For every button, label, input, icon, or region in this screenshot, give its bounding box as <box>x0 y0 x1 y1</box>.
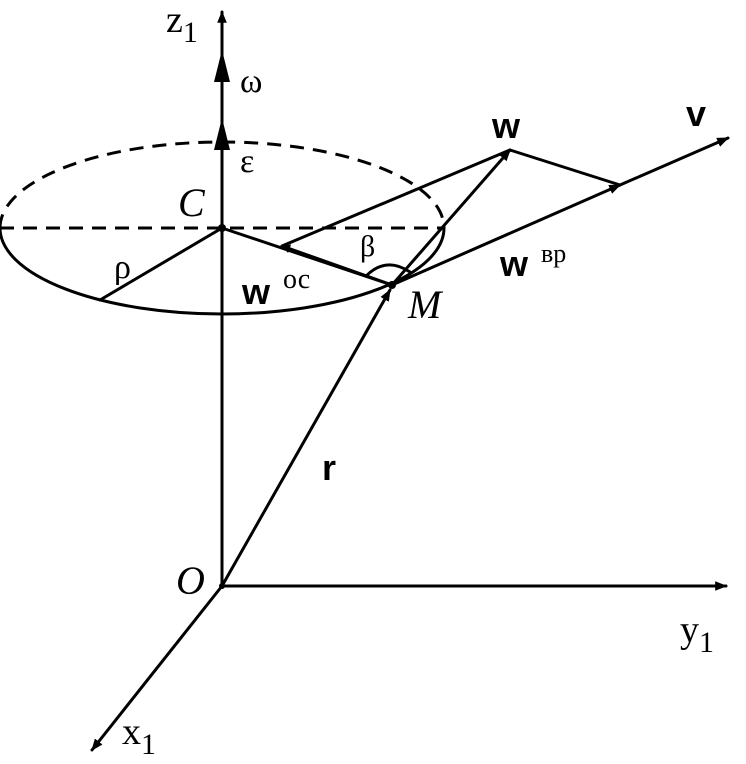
w-vector <box>390 148 512 287</box>
point-m-label: M <box>407 282 444 327</box>
rho-label: ρ <box>114 249 131 286</box>
point-c-dot <box>218 224 226 232</box>
x-axis-label: x1 <box>122 711 156 761</box>
x-axis <box>90 584 224 752</box>
w-os-label: w ос <box>241 264 310 312</box>
point-o-dot <box>219 583 225 589</box>
w-label: w <box>491 105 521 146</box>
epsilon-label: ε <box>240 143 254 180</box>
beta-arc <box>364 263 412 278</box>
y-axis-label: y1 <box>680 609 714 659</box>
parallelogram-side-left <box>280 148 512 248</box>
z-axis-label: z1 <box>166 0 198 49</box>
w-os-vector <box>280 244 394 287</box>
omega-label: ω <box>240 63 262 100</box>
w-vr-label: w вр <box>499 239 566 284</box>
parallelogram-side-top <box>508 148 622 187</box>
v-label: v <box>686 93 706 134</box>
omega-arrowhead <box>214 50 230 82</box>
r-label: r <box>322 447 336 488</box>
center-label: C <box>178 180 206 225</box>
point-m-dot <box>388 281 396 289</box>
r-vector <box>220 288 392 588</box>
epsilon-arrowhead <box>214 118 230 150</box>
v-vector <box>618 136 730 187</box>
radius-rho <box>98 226 224 302</box>
origin-label: O <box>176 558 205 603</box>
w-vr-vector <box>390 183 622 287</box>
beta-label: β <box>360 230 375 263</box>
